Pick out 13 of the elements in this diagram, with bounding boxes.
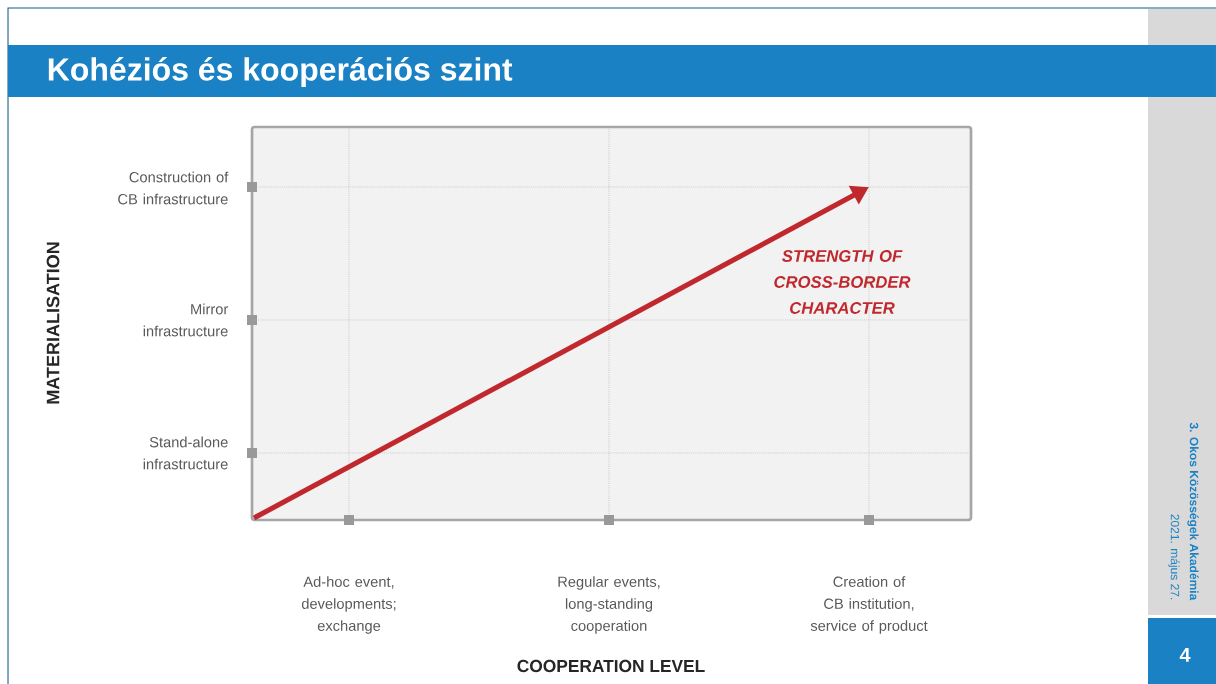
axis-title: COOPERATION LEVEL: [517, 659, 705, 673]
event-name: 3. Okos Közösségek Akadémia: [1187, 422, 1199, 601]
axis-label: Construction of CB infrastructure: [118, 171, 229, 205]
arrow-label: STRENGTH OF CROSS-BORDER CHARACTER: [774, 250, 911, 314]
axis-title: MATERIALISATION: [46, 242, 60, 404]
axis-label: Regular events, long-standing cooperation: [558, 576, 660, 634]
axis-label: Mirror infrastructure: [143, 303, 229, 337]
page-number-box: 4: [1148, 618, 1216, 684]
title-bar: Kohéziós és kooperációs szint: [8, 45, 1216, 97]
axis-label: Ad-hoc event, developments; exchange: [301, 576, 396, 634]
axis-label: Stand-alone infrastructure: [143, 436, 228, 470]
axis-label: Creation of CB institution, service of product: [810, 576, 928, 634]
event-date: 2021. május 27.: [1168, 514, 1180, 600]
